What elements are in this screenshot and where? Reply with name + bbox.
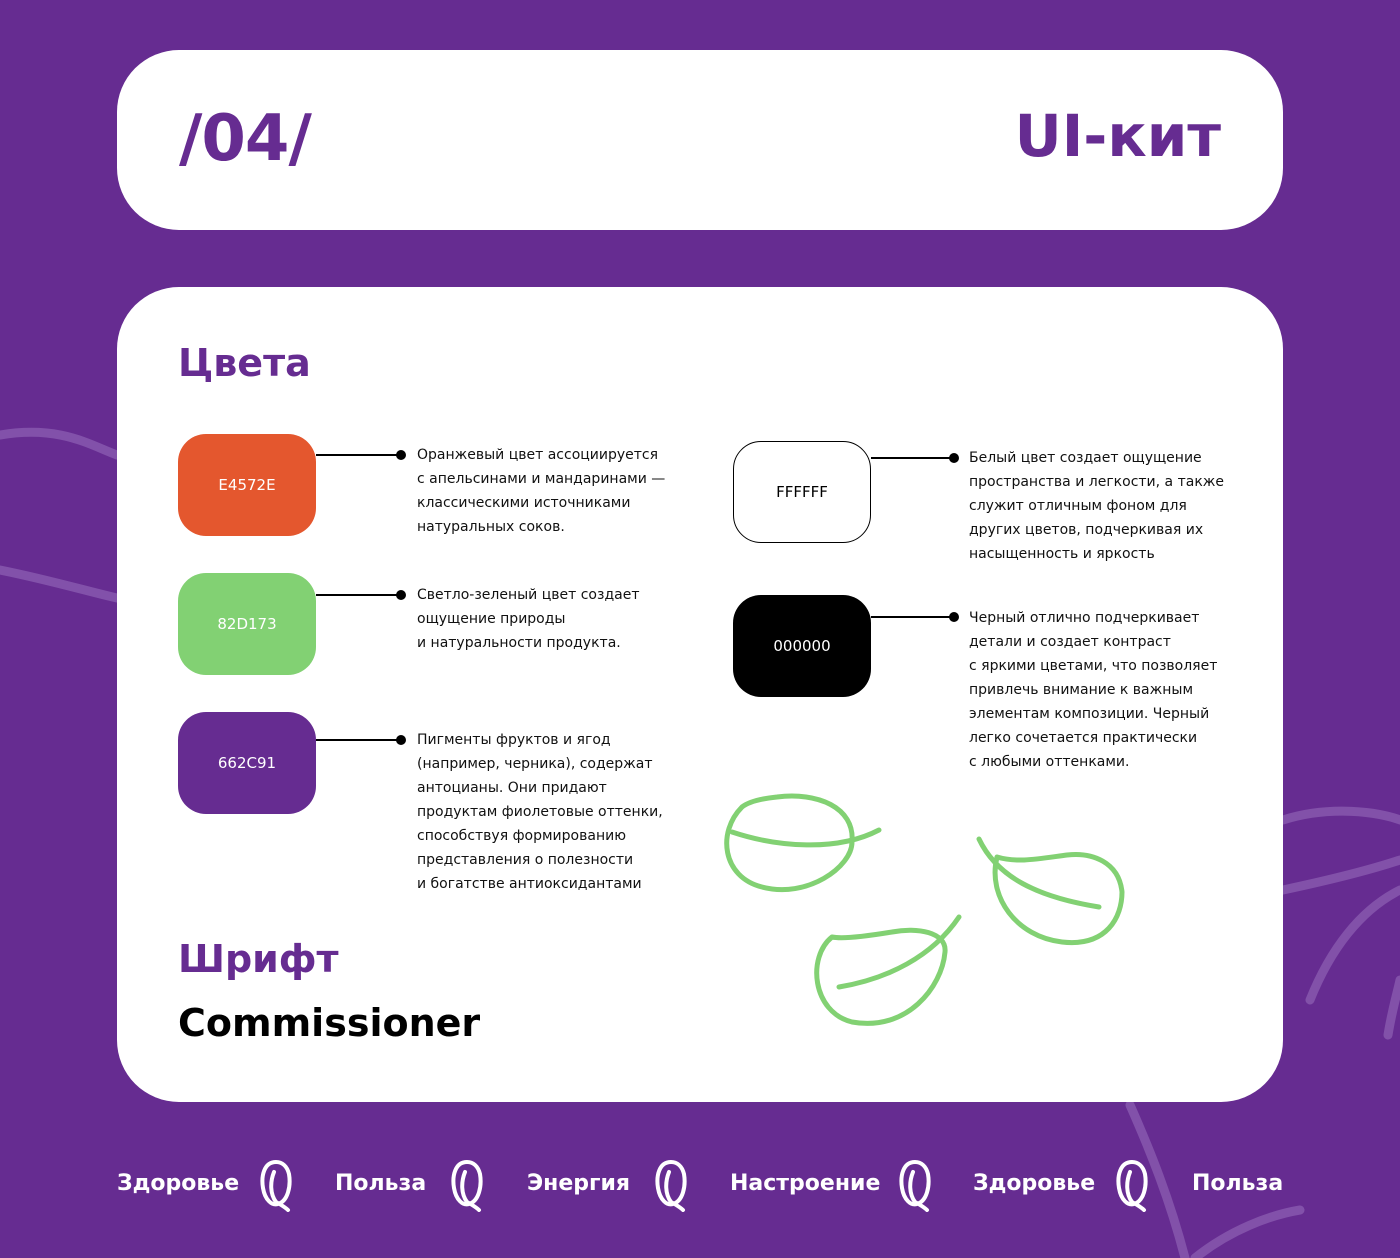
font-section-title: Шрифт bbox=[178, 937, 339, 981]
footer-word: Польза bbox=[1192, 1171, 1284, 1196]
color-swatch-black: 000000 bbox=[733, 595, 871, 697]
leaf-icon bbox=[992, 851, 1125, 946]
color-description-green: Светло-зеленый цвет создает ощущение при… bbox=[417, 587, 640, 651]
connector-dot bbox=[949, 612, 959, 622]
leaves-illustration bbox=[724, 793, 1125, 1026]
color-description-white: Белый цвет создает ощущение пространства… bbox=[969, 450, 1224, 562]
connector-dot bbox=[396, 450, 406, 460]
color-description-black: Черный отлично подчеркивает детали и соз… bbox=[969, 610, 1218, 770]
connector-line bbox=[871, 616, 951, 618]
leaf-icon bbox=[814, 927, 948, 1026]
connector-dot bbox=[949, 453, 959, 463]
font-name: Commissioner bbox=[178, 1001, 481, 1045]
connector-line bbox=[871, 457, 951, 459]
footer-word: Настроение bbox=[730, 1171, 881, 1196]
leaf-logo-icon bbox=[1116, 1159, 1148, 1212]
color-swatch-purple: 662C91 bbox=[178, 712, 316, 814]
leaf-logo-icon bbox=[260, 1159, 292, 1212]
color-swatch-orange: E4572E bbox=[178, 434, 316, 536]
footer-word: Здоровье bbox=[973, 1171, 1096, 1196]
leaf-vein bbox=[976, 836, 1102, 910]
color-description-orange: Оранжевый цвет ассоциируется с апельсина… bbox=[417, 447, 666, 535]
header-card: /04/ UI-кит bbox=[117, 50, 1283, 230]
connector-dot bbox=[396, 590, 406, 600]
connector-line bbox=[316, 454, 398, 456]
leaf-logo-icon bbox=[655, 1159, 687, 1212]
leaf-vein bbox=[836, 914, 962, 990]
ui-kit-card: Цвета E4572E Оранжевый цвет ассоциируетс… bbox=[117, 287, 1283, 1102]
color-swatch-white: FFFFFF bbox=[733, 441, 871, 543]
connector-line bbox=[316, 739, 398, 741]
color-description-purple: Пигменты фруктов и ягод (например, черни… bbox=[417, 732, 663, 892]
leaf-vein bbox=[729, 827, 882, 848]
leaf-icon bbox=[724, 793, 855, 893]
connector-dot bbox=[396, 735, 406, 745]
footer-ticker: Здоровье Польза Энергия Настроение Здоро… bbox=[0, 1158, 1400, 1214]
page-title: UI-кит bbox=[1014, 102, 1221, 170]
leaf-logo-icon bbox=[451, 1159, 483, 1212]
page-number: /04/ bbox=[179, 102, 312, 176]
color-swatch-green: 82D173 bbox=[178, 573, 316, 675]
footer-word: Польза bbox=[335, 1171, 427, 1196]
leaf-logo-icon bbox=[899, 1159, 931, 1212]
connector-line bbox=[316, 594, 398, 596]
footer-word: Здоровье bbox=[117, 1171, 240, 1196]
colors-section-title: Цвета bbox=[178, 341, 311, 385]
footer-word: Энергия bbox=[527, 1171, 631, 1196]
